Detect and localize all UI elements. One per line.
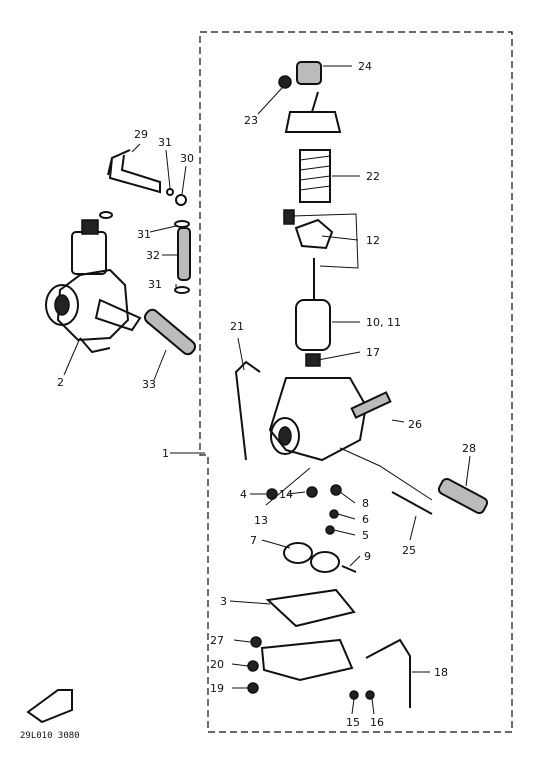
clip-12a xyxy=(283,209,295,225)
clamp-31b xyxy=(174,220,190,228)
carburetor-assembly xyxy=(45,219,142,354)
label-14: 14 xyxy=(279,488,293,501)
clip-30 xyxy=(175,194,187,206)
clamp-31c xyxy=(174,286,190,294)
label-13: 13 xyxy=(254,514,268,527)
gasket-3 xyxy=(265,588,356,628)
reference-icon xyxy=(26,689,73,724)
label-15: 15 xyxy=(346,716,360,729)
label-1: 1 xyxy=(162,447,169,460)
spring-22 xyxy=(299,149,331,203)
screw-26 xyxy=(350,391,392,419)
nut-23 xyxy=(278,75,292,89)
leader-lines xyxy=(63,65,471,715)
label-27: 27 xyxy=(210,634,224,647)
label-16: 16 xyxy=(370,716,384,729)
label-19: 19 xyxy=(210,682,224,695)
label-3: 3 xyxy=(220,595,227,608)
label-6: 6 xyxy=(362,513,369,526)
cap-24 xyxy=(296,61,322,85)
jet-5 xyxy=(325,525,335,535)
float-bowl xyxy=(260,638,354,682)
jet-14 xyxy=(306,486,318,498)
label-32: 32 xyxy=(146,249,160,262)
retainer-12 xyxy=(294,218,334,250)
part-labels: 1 2 3 4 5 6 7 8 9 10, 11 12 13 14 15 16 … xyxy=(57,60,476,729)
pin-9 xyxy=(341,565,357,573)
label-23: 23 xyxy=(244,114,258,127)
label-28: 28 xyxy=(462,442,476,455)
label-31-bot: 31 xyxy=(148,278,162,291)
washer-20 xyxy=(247,660,259,672)
label-7: 7 xyxy=(250,534,257,547)
drawing-code: 29L010 3080 xyxy=(20,731,80,741)
assembly-frame xyxy=(199,31,513,733)
drain-pipe-18 xyxy=(365,638,411,708)
o-ring-left xyxy=(99,211,113,219)
label-24: 24 xyxy=(358,60,372,73)
pipe-21 xyxy=(234,360,261,461)
label-30: 30 xyxy=(180,152,194,165)
label-31-mid: 31 xyxy=(137,228,151,241)
label-26: 26 xyxy=(408,418,422,431)
label-5: 5 xyxy=(362,529,369,542)
clamp-31a xyxy=(166,188,174,196)
jet-4 xyxy=(266,488,278,500)
spring-16 xyxy=(365,690,375,700)
label-20: 20 xyxy=(210,658,224,671)
top-cap xyxy=(284,111,342,133)
label-12: 12 xyxy=(366,234,380,247)
label-9: 9 xyxy=(364,550,371,563)
label-33: 33 xyxy=(142,378,156,391)
label-2: 2 xyxy=(57,376,64,389)
label-18: 18 xyxy=(434,666,448,679)
label-4: 4 xyxy=(240,488,247,501)
throttle-stop-screw xyxy=(391,491,433,515)
jet-6 xyxy=(329,509,339,519)
float-7 xyxy=(283,542,340,573)
hose-32 xyxy=(177,227,191,281)
hose-33 xyxy=(143,308,197,356)
valve-17 xyxy=(305,353,321,367)
label-31-top: 31 xyxy=(158,136,172,149)
jet-8 xyxy=(330,484,342,496)
label-29: 29 xyxy=(134,128,148,141)
label-8: 8 xyxy=(362,497,369,510)
screw-19 xyxy=(247,682,259,694)
screw-15 xyxy=(349,690,359,700)
hose-29 xyxy=(107,149,161,194)
label-25: 25 xyxy=(402,544,416,557)
screw-28 xyxy=(437,477,489,515)
carburetor-body xyxy=(268,377,368,462)
label-21: 21 xyxy=(230,320,244,333)
screw-27 xyxy=(250,636,262,648)
label-22: 22 xyxy=(366,170,380,183)
label-17: 17 xyxy=(366,346,380,359)
throttle-valve-10-11 xyxy=(295,299,331,351)
label-10-11: 10, 11 xyxy=(366,316,401,329)
